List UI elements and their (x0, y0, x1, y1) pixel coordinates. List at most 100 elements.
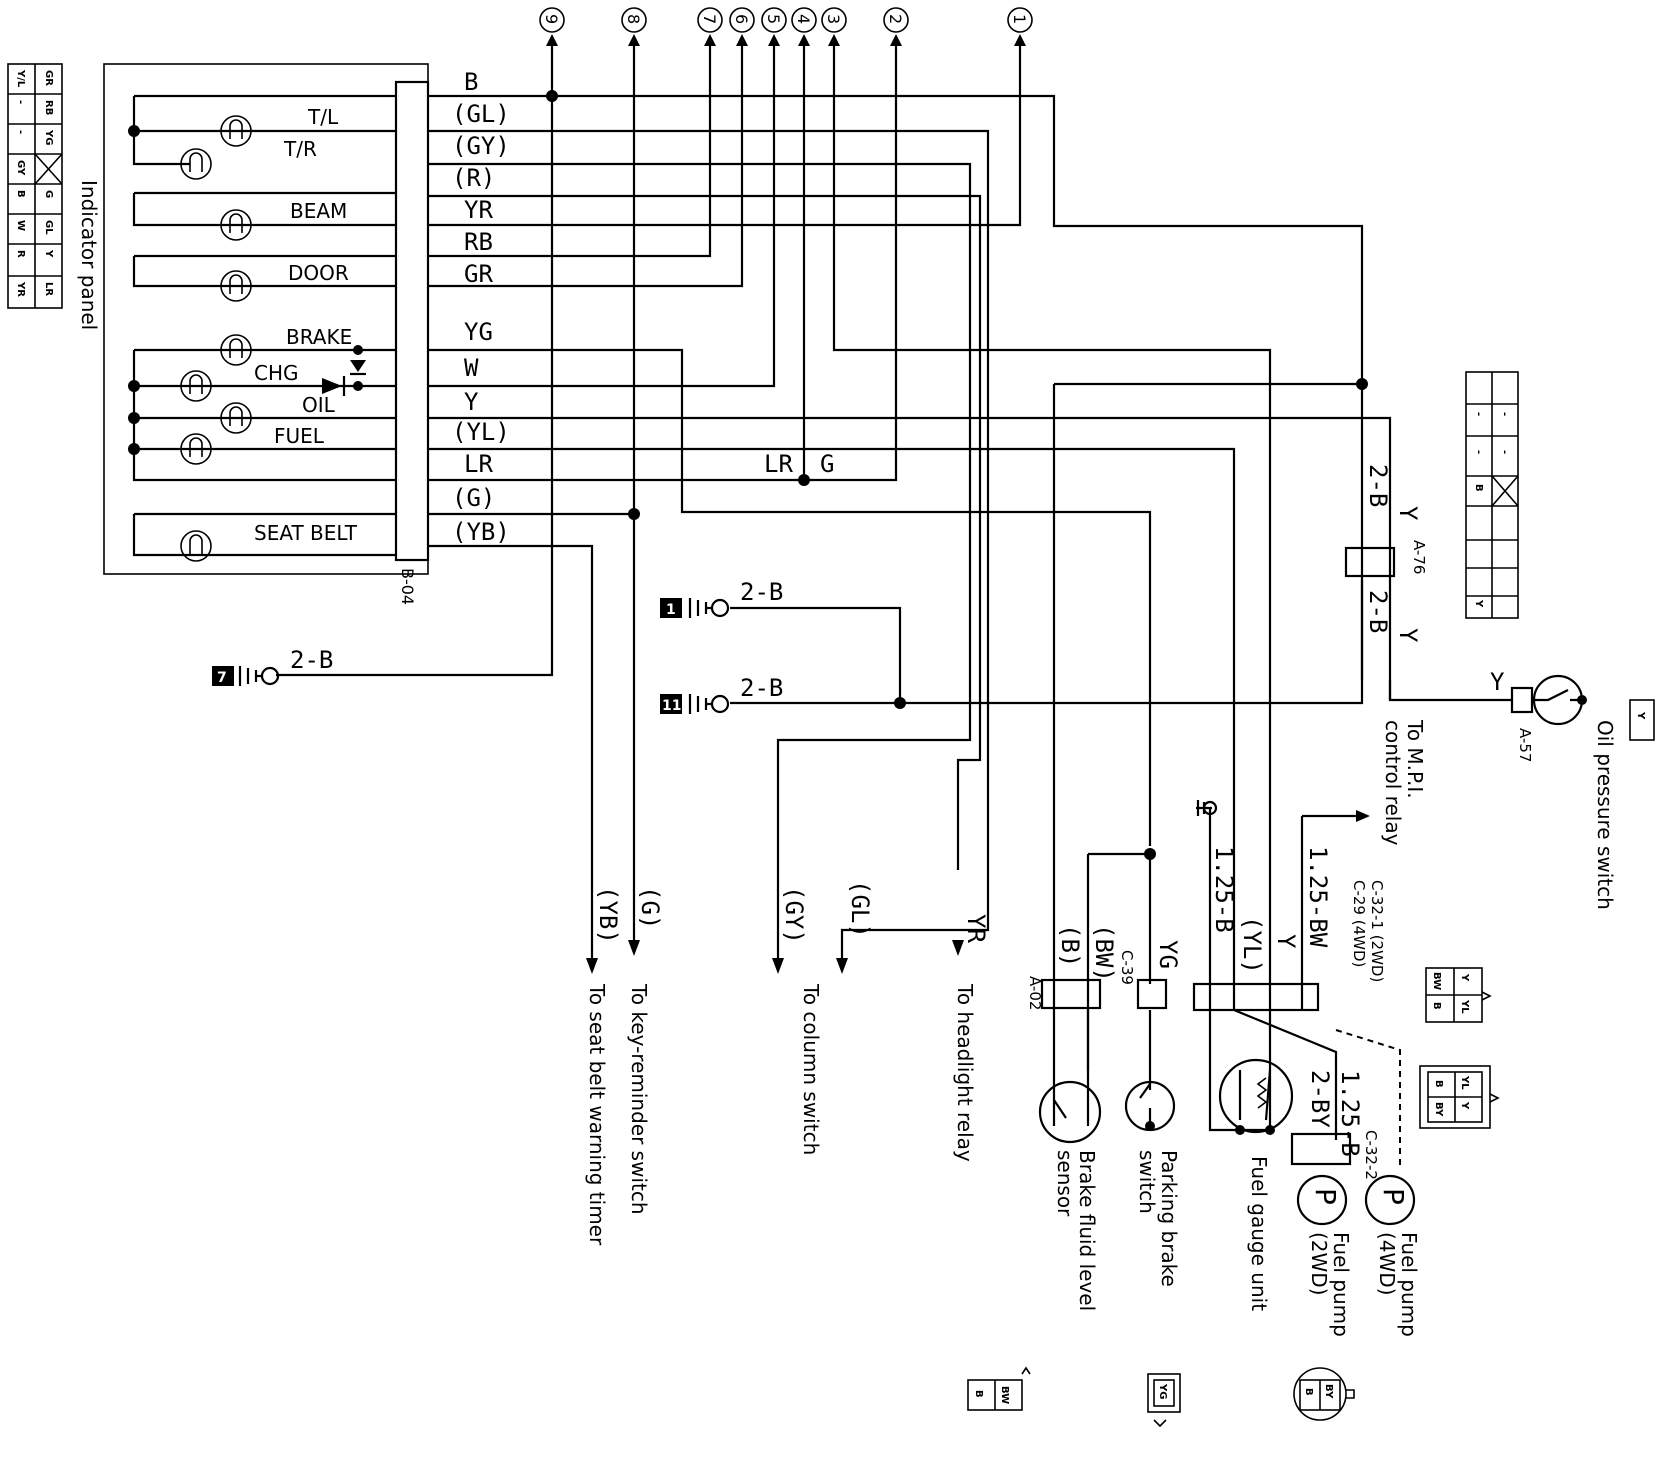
svg-text:switch: switch (1135, 1150, 1159, 1214)
pin-label: Y (43, 249, 54, 258)
svg-text:Fuel gauge unit: Fuel gauge unit (1247, 1156, 1271, 1311)
svg-text:(B): (B) (1056, 924, 1084, 967)
terminal-3: 3 (821, 7, 847, 46)
svg-text:-: - (1473, 450, 1484, 454)
pin-label: GR (43, 70, 54, 86)
ground-11: 11 2-B (660, 674, 783, 714)
svg-text:B: B (1303, 1388, 1314, 1396)
arrow-down-icon (952, 940, 964, 956)
svg-text:2-B: 2-B (1364, 464, 1392, 507)
ground-1-wire: 2-B (740, 578, 783, 606)
brake-fluid-sensor: Brake fluid level sensor (1038, 1080, 1102, 1311)
lamp-icons (180, 115, 366, 562)
oil-pressure-switch: Y A-57 Oil pressure switch (1490, 668, 1617, 910)
svg-text:B: B (1473, 484, 1484, 492)
svg-text:Y: Y (1459, 1101, 1470, 1110)
pin-label: GL (43, 220, 54, 235)
lamp-labels: T/L T/R BEAM DOOR BRAKE CHG OIL FUEL SEA… (254, 105, 358, 545)
wire-code-labels: B (GL) (GY) (R) YR RB GR YG W Y (YL) LR … (452, 68, 510, 546)
wire-code: (YL) (452, 418, 510, 446)
svg-text:A-02: A-02 (1026, 976, 1044, 1010)
svg-text:Fuel pump: Fuel pump (1329, 1232, 1353, 1337)
pin-grid-a76: - - - - B Y (1465, 371, 1519, 619)
svg-text:YG: YG (1154, 940, 1182, 969)
svg-text:(4WD): (4WD) (1375, 1232, 1399, 1296)
ground-11-wire: 2-B (740, 674, 783, 702)
ground-fuel-gauge (1196, 800, 1218, 816)
lamp-label-beam: BEAM (290, 199, 347, 223)
connector-a76: 2-B Y A-76 2-B Y (1344, 464, 1428, 643)
svg-text:-: - (1473, 412, 1484, 416)
mpi-label-1: To M.P.I. (1403, 719, 1427, 799)
svg-text:YG: YG (1157, 1383, 1168, 1399)
svg-text:P: P (1377, 1188, 1410, 1205)
pin-label: RB (43, 100, 54, 115)
svg-text:(YB): (YB) (594, 886, 622, 944)
pin-label: GY (15, 160, 26, 176)
svg-text:-: - (1499, 450, 1510, 454)
panel-connector: B-04 (398, 568, 417, 605)
svg-text:Y: Y (1394, 506, 1422, 521)
lamp-label-tl: T/L (307, 105, 339, 129)
parking-brake-switch: Parking brake switch (1124, 1080, 1181, 1287)
svg-text:Fuel pump: Fuel pump (1397, 1232, 1421, 1337)
ground-1: 1 2-B (660, 578, 783, 618)
terminal-2: 2 (883, 7, 909, 46)
svg-text:(YL): (YL) (1238, 916, 1266, 974)
diode-icon (322, 360, 366, 396)
lamp-oil-icon (220, 402, 252, 434)
junction-dots (546, 90, 1368, 860)
svg-text:2-B: 2-B (1364, 590, 1392, 633)
oil-pressure-switch-label: Oil pressure switch (1593, 720, 1617, 910)
lamp-label-seatbelt: SEAT BELT (254, 521, 358, 545)
mid-label-g: G (820, 450, 834, 478)
svg-text:YR: YR (962, 914, 990, 943)
pin-label: LR (43, 282, 54, 296)
pin-label: Y/L (15, 69, 26, 88)
svg-text:BY: BY (1323, 1384, 1334, 1399)
terminal-9: 9 (539, 7, 565, 46)
svg-text:2: 2 (886, 14, 905, 24)
svg-text:1: 1 (666, 602, 676, 618)
lamp-label-tr: T/R (283, 137, 317, 161)
svg-text:B: B (1433, 1080, 1444, 1088)
wire-code: W (464, 354, 479, 382)
lamp-label-door: DOOR (288, 261, 349, 285)
pin-label: - (15, 100, 26, 104)
pin-label: G (43, 190, 54, 198)
lamp-tl-icon (220, 115, 252, 147)
svg-text:(2WD): (2WD) (1307, 1232, 1331, 1296)
wire-code: (R) (452, 164, 495, 192)
fuel-pump-2wd: P Fuel pump (2WD) (1296, 1174, 1353, 1337)
dest-key-reminder: To key-reminder switch (627, 983, 651, 1215)
svg-text:4: 4 (794, 14, 813, 24)
svg-text:Parking brake: Parking brake (1157, 1150, 1181, 1287)
svg-text:(GL): (GL) (846, 880, 874, 938)
lamp-beam-icon (220, 209, 252, 241)
fuel-gauge-unit: Fuel gauge unit (1218, 1058, 1294, 1311)
pin-box-pump: BY B (1293, 1367, 1355, 1421)
svg-text:(BW): (BW) (1090, 924, 1118, 982)
dest-column-switch: To column switch (799, 983, 823, 1155)
terminal-6: 6 (729, 7, 755, 46)
lamp-chg-icon (180, 370, 212, 402)
svg-text:8: 8 (624, 14, 643, 24)
svg-text:7: 7 (217, 670, 227, 686)
wire-code: (GY) (452, 132, 510, 160)
wire-code: GR (464, 260, 493, 288)
svg-text:C-32-1 (2WD): C-32-1 (2WD) (1368, 880, 1386, 982)
svg-text:YL: YL (1459, 999, 1470, 1014)
mpi-label-2: control relay (1381, 720, 1405, 846)
terminal-1: 1 (1007, 7, 1033, 46)
indicator-panel: Indicator panel B-04 (77, 63, 430, 605)
svg-text:1.25-BW: 1.25-BW (1304, 846, 1332, 948)
svg-text:P: P (1309, 1188, 1342, 1205)
svg-text:Y: Y (1635, 711, 1646, 720)
ground-7: 7 2-B (212, 646, 333, 686)
svg-text:-: - (1499, 412, 1510, 416)
wire-code: (YB) (452, 518, 510, 546)
down-arrows (586, 940, 964, 974)
svg-text:3: 3 (824, 14, 843, 24)
